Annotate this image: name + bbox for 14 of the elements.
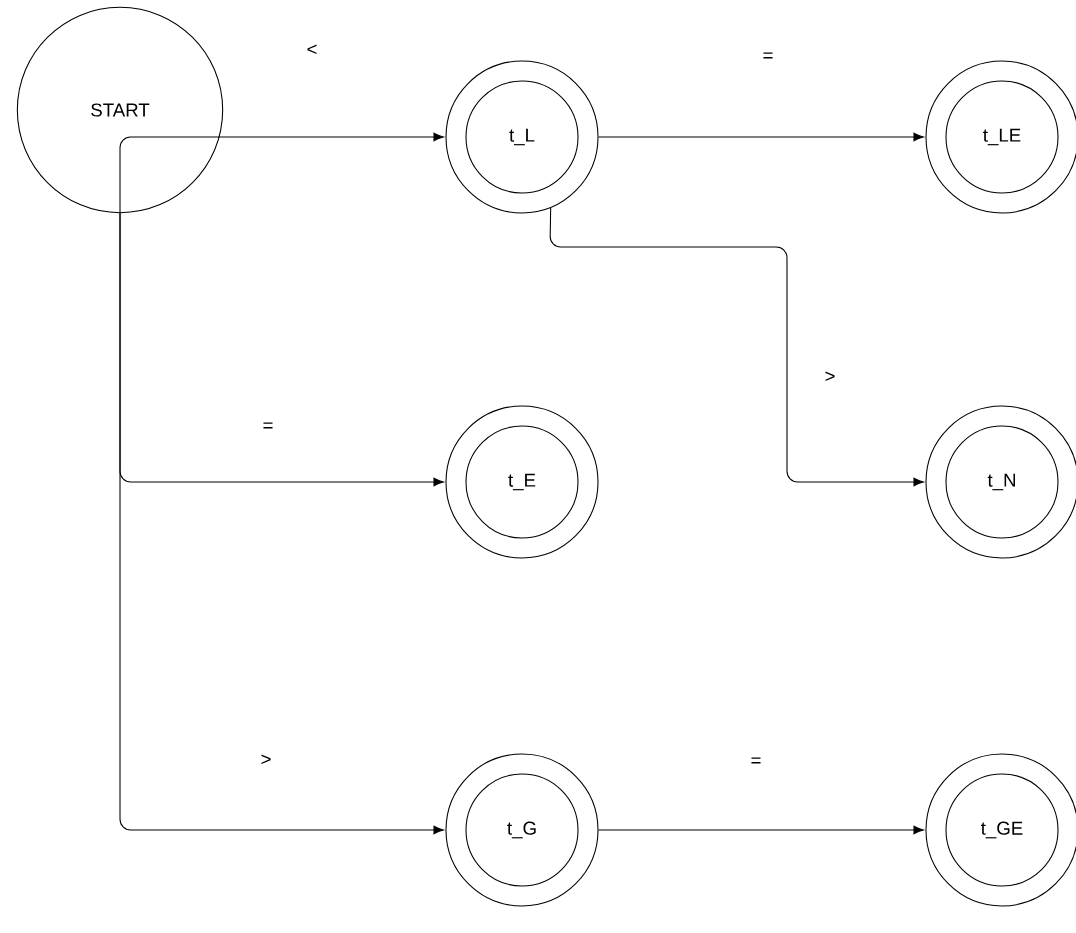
edge-label: = [751,757,761,764]
arrow [598,825,924,835]
state-circle [445,60,599,214]
edge-label: > [825,371,835,382]
edge-label: = [263,422,273,429]
state-circle [445,753,599,907]
arrow [119,212,444,835]
state-circle [445,405,599,559]
edge-label: = [763,52,773,59]
edge-label: < [307,44,317,55]
arrow [549,207,924,487]
arrow [598,132,924,142]
edge-label: > [261,754,271,765]
arrow [119,132,444,214]
